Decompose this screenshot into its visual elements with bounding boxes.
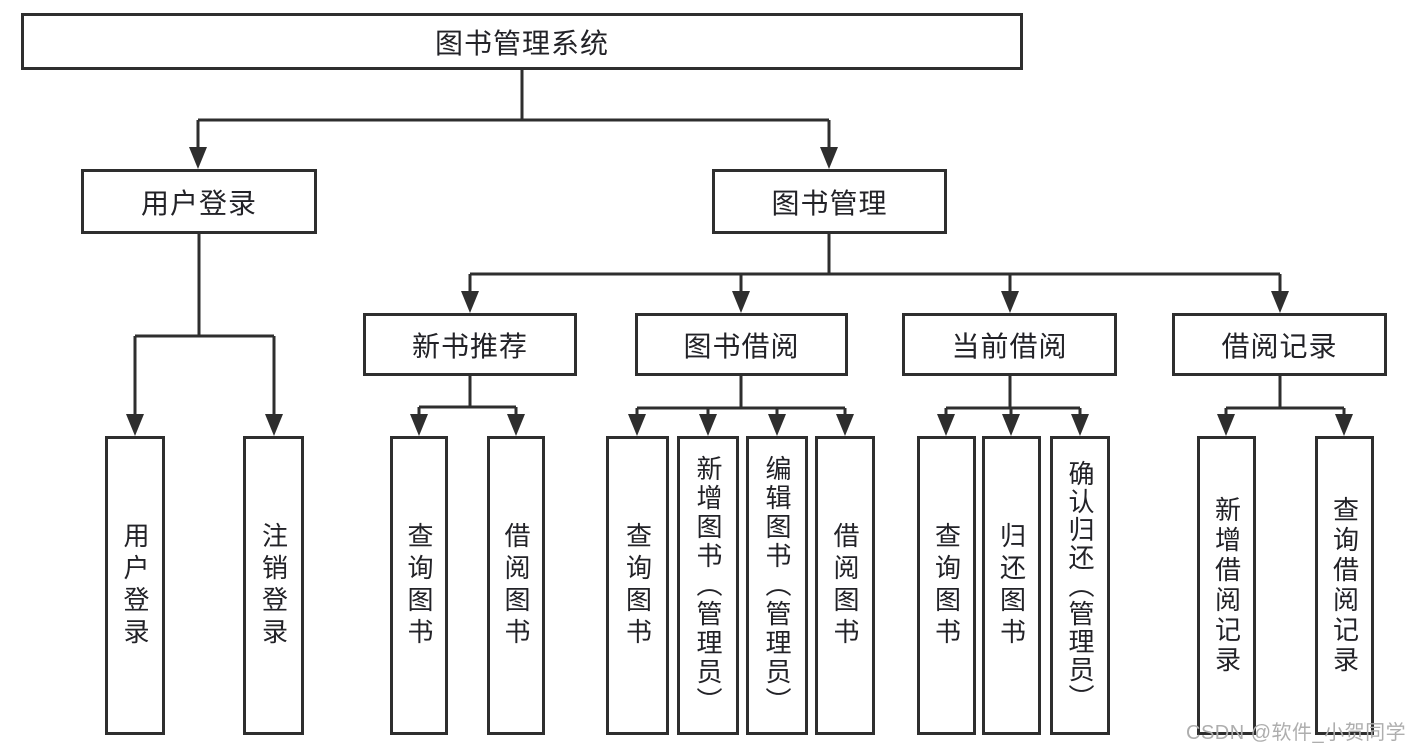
leaf-node-query-books-current: 查询图书	[917, 436, 976, 735]
node-current-borrow: 当前借阅	[902, 313, 1117, 376]
leaf-node-borrow-books-recommend: 借阅图书	[487, 436, 545, 735]
leaf-node-query-books-recommend: 查询图书	[390, 436, 448, 735]
leaf-node-add-books-admin: 新增图书（管理员）	[677, 436, 739, 735]
node-new-book-recommend: 新书推荐	[363, 313, 577, 376]
leaf-node-query-books-borrow: 查询图书	[606, 436, 669, 735]
leaf-node-add-borrow-record: 新增借阅记录	[1197, 436, 1256, 735]
leaf-node-confirm-return-admin: 确认归还（管理员）	[1050, 436, 1110, 735]
leaf-node-edit-books-admin: 编辑图书（管理员）	[746, 436, 808, 735]
node-user-login: 用户登录	[81, 169, 317, 234]
leaf-node-borrow-books: 借阅图书	[815, 436, 875, 735]
node-book-borrow: 图书借阅	[635, 313, 848, 376]
root-node-library-management-system: 图书管理系统	[21, 13, 1023, 70]
csdn-watermark: CSDN @软件_小贺同学	[1186, 722, 1405, 744]
arrowheads	[126, 147, 1353, 436]
node-borrow-record: 借阅记录	[1172, 313, 1387, 376]
leaf-node-query-borrow-record: 查询借阅记录	[1315, 436, 1374, 735]
leaf-node-user-login: 用户登录	[105, 436, 165, 735]
leaf-node-return-books: 归还图书	[982, 436, 1041, 735]
leaf-node-logout: 注销登录	[243, 436, 304, 735]
node-book-management: 图书管理	[712, 169, 947, 234]
